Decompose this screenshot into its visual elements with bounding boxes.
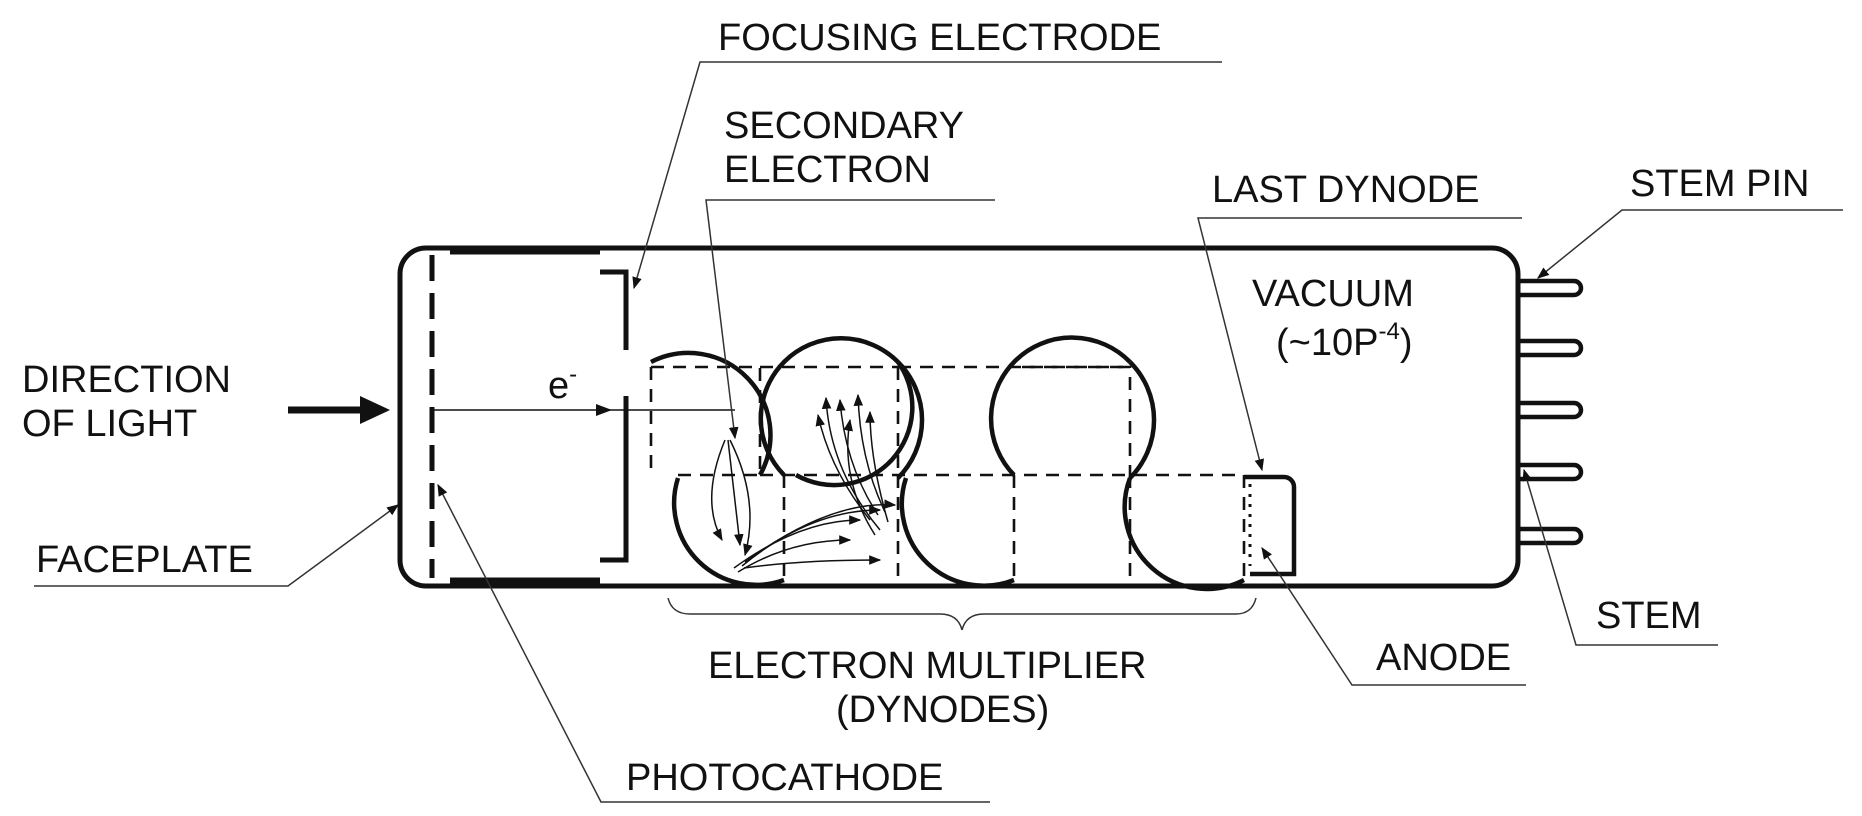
focusing-electrode <box>600 269 629 563</box>
vacuum-pressure-label: (~10P-4) <box>1276 318 1412 364</box>
dynode-7 <box>1128 360 1157 480</box>
leader-faceplate <box>34 504 399 587</box>
stem-pin <box>1518 526 1584 546</box>
photoelectron-arrowhead <box>596 404 612 416</box>
stem-pin <box>1518 338 1584 358</box>
leader-secondary-electron <box>705 199 995 440</box>
leader-photocathode <box>437 483 990 803</box>
leader-stem <box>1522 468 1718 646</box>
last-dynode <box>1244 474 1297 577</box>
last-dynode-label: LAST DYNODE <box>1212 169 1479 211</box>
dynode-6 <box>988 335 1132 477</box>
leader-anode <box>1261 546 1526 686</box>
leader-lines <box>34 61 1843 803</box>
vacuum-label: VACUUM <box>1252 273 1414 315</box>
leader-stem-pin <box>1537 209 1843 279</box>
faceplate-label: FACEPLATE <box>36 539 253 581</box>
electron-multiplier-label-line1: ELECTRON MULTIPLIER <box>708 645 1146 687</box>
stem-label: STEM <box>1596 595 1702 637</box>
secondary-electron-trajectories <box>710 393 897 573</box>
dynode-3 <box>758 336 900 477</box>
stem-pin-label: STEM PIN <box>1630 163 1809 205</box>
dynode-2 <box>671 477 785 588</box>
stem-pin <box>1518 278 1584 298</box>
dynode-5 <box>899 477 1015 588</box>
photocathode-label: PHOTOCATHODE <box>626 757 943 799</box>
dynode-brace <box>667 597 1257 631</box>
electron-label: e- <box>548 361 577 407</box>
focusing-electrode-label: FOCUSING ELECTRODE <box>718 17 1161 59</box>
stem-pin <box>1518 400 1584 420</box>
dynode-1 <box>649 350 773 477</box>
stem-pins <box>1518 278 1584 546</box>
direction-of-light-label-line2: OF LIGHT <box>22 403 197 445</box>
leader-focusing-electrode <box>632 61 1222 290</box>
dynode-4b <box>794 360 915 488</box>
secondary-electron-label-line1: SECONDARY <box>724 105 964 147</box>
dynode-8 <box>1122 477 1246 592</box>
stem-pin <box>1518 462 1584 482</box>
anode-label: ANODE <box>1376 637 1511 679</box>
dynode-boundaries <box>649 365 1246 580</box>
direction-of-light-label-line1: DIRECTION <box>22 359 231 401</box>
light-arrowhead <box>360 396 390 424</box>
electron-multiplier-label-line2: (DYNODES) <box>836 689 1049 731</box>
secondary-electron-label-line2: ELECTRON <box>724 149 931 191</box>
leader-last-dynode <box>1197 217 1522 472</box>
dynode-4 <box>896 360 925 480</box>
dynodes <box>649 335 1246 592</box>
